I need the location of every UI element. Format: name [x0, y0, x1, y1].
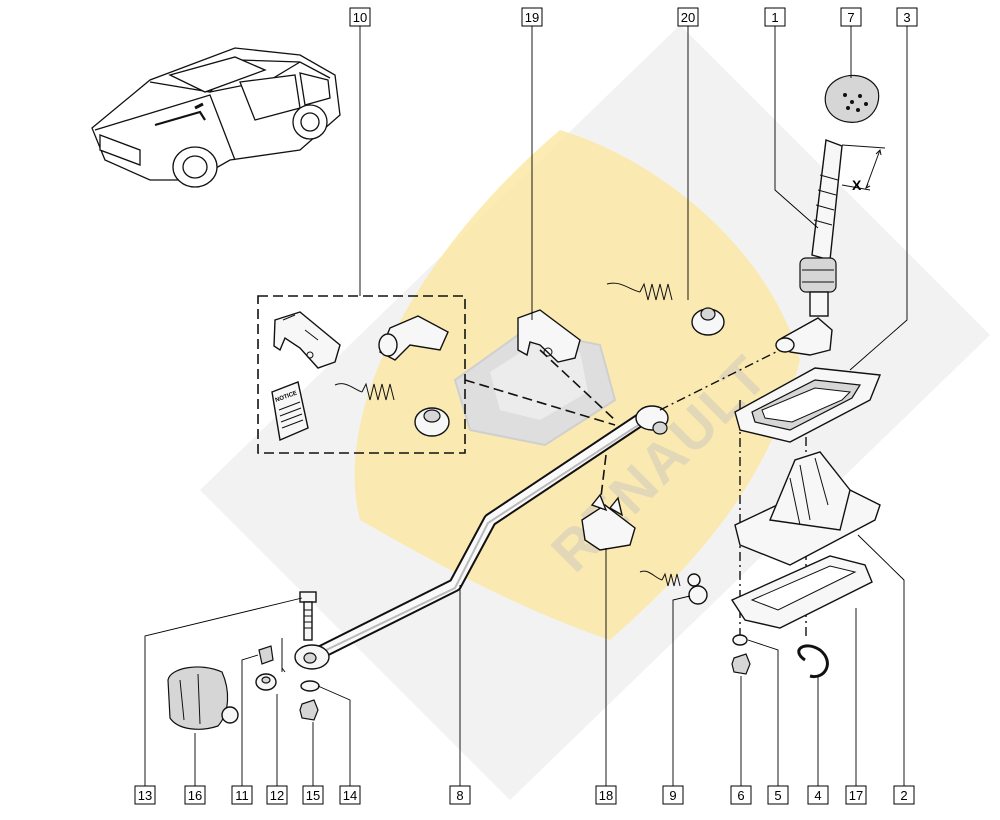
callout-5: 5 — [767, 785, 789, 805]
callout-label: 7 — [847, 10, 854, 25]
callout-18: 18 — [595, 785, 617, 805]
callout-label: 11 — [235, 788, 249, 803]
callout-1: 1 — [764, 7, 786, 27]
callout-label: 14 — [343, 788, 357, 803]
pivot-bracket-part-18 — [581, 493, 636, 551]
washer-part-5 — [732, 634, 748, 646]
callout-label: 6 — [737, 788, 744, 803]
washer-part-14 — [300, 680, 320, 692]
callout-label: 10 — [353, 10, 367, 25]
kit-clamp-part — [378, 315, 449, 361]
kit-spring-part — [334, 382, 450, 437]
callout-label: 9 — [669, 788, 676, 803]
linkage-rod — [294, 405, 669, 670]
callout-label: 8 — [456, 788, 463, 803]
base-plate-part-17 — [730, 555, 873, 629]
callout-label: 15 — [306, 788, 320, 803]
callout-7: 7 — [840, 7, 862, 27]
callout-label: 20 — [681, 10, 695, 25]
callout-11: 11 — [231, 785, 253, 805]
kit-bracket-part — [273, 311, 341, 369]
callout-label: 13 — [138, 788, 152, 803]
bracket-mark — [281, 638, 286, 673]
dimension-x-label: X — [852, 177, 862, 193]
callout-6: 6 — [730, 785, 752, 805]
leader-lines — [144, 26, 908, 786]
bracket-part-19 — [517, 309, 581, 363]
bolt-part-13 — [299, 591, 317, 641]
kit-box: NOTICE — [257, 295, 466, 454]
spring-assembly-part-20 — [606, 282, 725, 336]
callout-label: 2 — [900, 788, 907, 803]
callout-15: 15 — [302, 785, 324, 805]
cover-part-16 — [167, 666, 239, 730]
callout-2: 2 — [893, 785, 915, 805]
callout-3: 3 — [896, 7, 918, 27]
callout-label: 16 — [188, 788, 202, 803]
notice-booklet: NOTICE — [271, 381, 309, 441]
callout-10: 10 — [349, 7, 371, 27]
car-illustration — [91, 47, 341, 188]
callout-14: 14 — [339, 785, 361, 805]
callout-16: 16 — [184, 785, 206, 805]
callout-label: 18 — [599, 788, 613, 803]
callout-19: 19 — [521, 7, 543, 27]
callout-label: 3 — [903, 10, 910, 25]
callout-label: 12 — [270, 788, 284, 803]
callout-13: 13 — [134, 785, 156, 805]
gasket-part-3 — [734, 367, 881, 443]
spring-part-9 — [639, 570, 708, 605]
callout-label: 17 — [849, 788, 863, 803]
dimension-x: X — [841, 144, 886, 193]
housing-part-2 — [734, 451, 881, 566]
circlip-part-4 — [797, 644, 829, 679]
nut-part-12 — [255, 673, 277, 691]
callout-20: 20 — [677, 7, 699, 27]
callout-9: 9 — [662, 785, 684, 805]
callout-label: 1 — [771, 10, 778, 25]
callout-12: 12 — [266, 785, 288, 805]
gear-lever-part-1 — [775, 139, 843, 356]
nut-part-6 — [731, 653, 751, 675]
callout-17: 17 — [845, 785, 867, 805]
callout-label: 5 — [774, 788, 781, 803]
callout-8: 8 — [449, 785, 471, 805]
callout-label: 19 — [525, 10, 539, 25]
callout-label: 4 — [814, 788, 821, 803]
nut-part-11 — [258, 645, 274, 665]
nut-part-15 — [299, 699, 319, 721]
callout-4: 4 — [807, 785, 829, 805]
gear-knob-part-7 — [824, 74, 880, 123]
